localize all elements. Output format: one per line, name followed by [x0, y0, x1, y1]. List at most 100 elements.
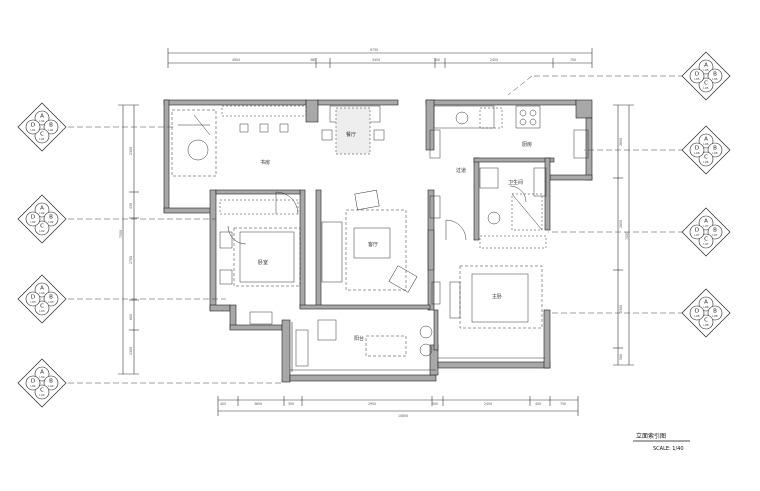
index-tag-circle [34, 384, 50, 400]
room-label-bath: 卫生间 [508, 179, 523, 186]
index-tag-letter: B [49, 123, 53, 129]
index-tag-circle [707, 305, 723, 321]
index-tag-ref: I-05 [694, 77, 699, 81]
index-tag-ref: I-06 [703, 160, 708, 164]
index-tag-circle [34, 282, 50, 298]
bottom-dim-7: 400 [535, 402, 541, 406]
index-tag-letter: C [40, 388, 44, 394]
left-dim-1: 2300 [129, 147, 133, 155]
index-tag-circle [34, 220, 50, 236]
index-tag-circle [698, 314, 714, 330]
index-tag-letter: B [713, 228, 717, 234]
index-tag-letter: D [695, 72, 699, 78]
index-tag-circle [25, 291, 41, 307]
left-dimension-line [118, 104, 139, 375]
index-tag-diamond [681, 288, 731, 338]
index-tag-ref: I-07 [703, 224, 708, 228]
bottom-dim-1: 400 [220, 402, 226, 406]
index-tag-letter: D [31, 295, 35, 301]
door-swings [227, 185, 527, 245]
index-tag-letter: D [31, 379, 35, 385]
index-tag-ref: I-08 [694, 314, 699, 318]
top-total-dimension: 9730 [370, 48, 378, 52]
index-tag-ref: I-08 [712, 314, 717, 318]
index-tag-ref: I-07 [694, 233, 699, 237]
index-tag-ref: I-03 [48, 300, 53, 304]
index-tag-ref: I-08 [703, 323, 708, 327]
index-tag-letter: C [40, 304, 44, 310]
index-tag-ref: I-04 [39, 375, 44, 379]
room-label-bedroom-left: 卧室 [258, 259, 268, 266]
bottom-dim-6: 2450 [484, 402, 492, 406]
room-label-living: 客厅 [368, 241, 378, 248]
right-dim-4: 500 [619, 354, 623, 360]
index-tag-diamond [681, 125, 731, 175]
index-tag-letter: B [49, 215, 53, 221]
index-tag-ref: I-03 [30, 300, 35, 304]
drawing-title: 立面索引图 [636, 432, 666, 440]
bottom-dim-4: 2950 [368, 402, 376, 406]
bottom-dim-3: 300 [288, 402, 294, 406]
index-tag-circle [689, 224, 705, 240]
exterior-walls [163, 99, 593, 383]
index-tag-circle [34, 366, 50, 382]
index-tag-circle [698, 133, 714, 149]
furniture [171, 105, 589, 367]
index-tag-diamond [681, 51, 731, 101]
index-tag-circle [698, 151, 714, 167]
index-tag-letter: D [695, 146, 699, 152]
top-dim-6: 750 [570, 58, 576, 62]
index-tag-circle [34, 202, 50, 218]
left-total-dimension: 7550 [119, 230, 123, 238]
bottom-dim-2: 3600 [254, 402, 262, 406]
index-tag-letter: C [704, 237, 708, 243]
left-dim-3: 2700 [129, 256, 133, 264]
room-label-balcony: 阳台 [354, 335, 364, 342]
index-tag-ref: I-05 [703, 68, 708, 72]
index-tag-diamond [17, 358, 67, 408]
index-tag-ref: I-02 [39, 211, 44, 215]
index-tag-letter: A [704, 300, 708, 306]
index-tag-ref: I-06 [694, 151, 699, 155]
index-tag-letter: D [31, 215, 35, 221]
index-tag-circle [698, 296, 714, 312]
index-tag-circle [707, 142, 723, 158]
index-tag-circle [34, 110, 50, 126]
index-tag-letter: C [704, 155, 708, 161]
index-tag-letter: D [31, 123, 35, 129]
index-tag-ref: I-06 [712, 151, 717, 155]
right-dim-2: 2850 [619, 220, 623, 228]
index-tag-letter: C [40, 132, 44, 138]
index-tag-circle [698, 215, 714, 231]
index-tag-circle [698, 59, 714, 75]
top-dim-2: 380 [310, 58, 316, 62]
index-tag-ref: I-05 [712, 77, 717, 81]
index-tag-letter: A [704, 219, 708, 225]
balcony-rail [290, 322, 545, 372]
index-tag-ref: I-02 [48, 220, 53, 224]
index-tag-circle [43, 291, 59, 307]
index-tag-circle [25, 375, 41, 391]
bottom-dim-8: 750 [560, 402, 566, 406]
index-tag-diamond [17, 102, 67, 152]
index-tag-ref: I-07 [703, 242, 708, 246]
right-total-dimension: 7450 [625, 232, 629, 240]
bottom-total-dimension: 10850 [398, 414, 408, 418]
index-tag-circle [34, 300, 50, 316]
index-tag-ref: I-08 [703, 305, 708, 309]
index-tag-letter: B [713, 72, 717, 78]
index-tag-letter: B [713, 146, 717, 152]
right-dim-1: 2800 [619, 138, 623, 146]
index-tag-letter: D [695, 309, 699, 315]
index-tag-ref: I-02 [39, 229, 44, 233]
index-tag-circle [25, 211, 41, 227]
index-tag-letter: A [704, 137, 708, 143]
index-tag-ref: I-04 [48, 384, 53, 388]
index-tag-letter: D [695, 228, 699, 234]
drawing-scale: SCALE: 1/40 [653, 446, 684, 452]
